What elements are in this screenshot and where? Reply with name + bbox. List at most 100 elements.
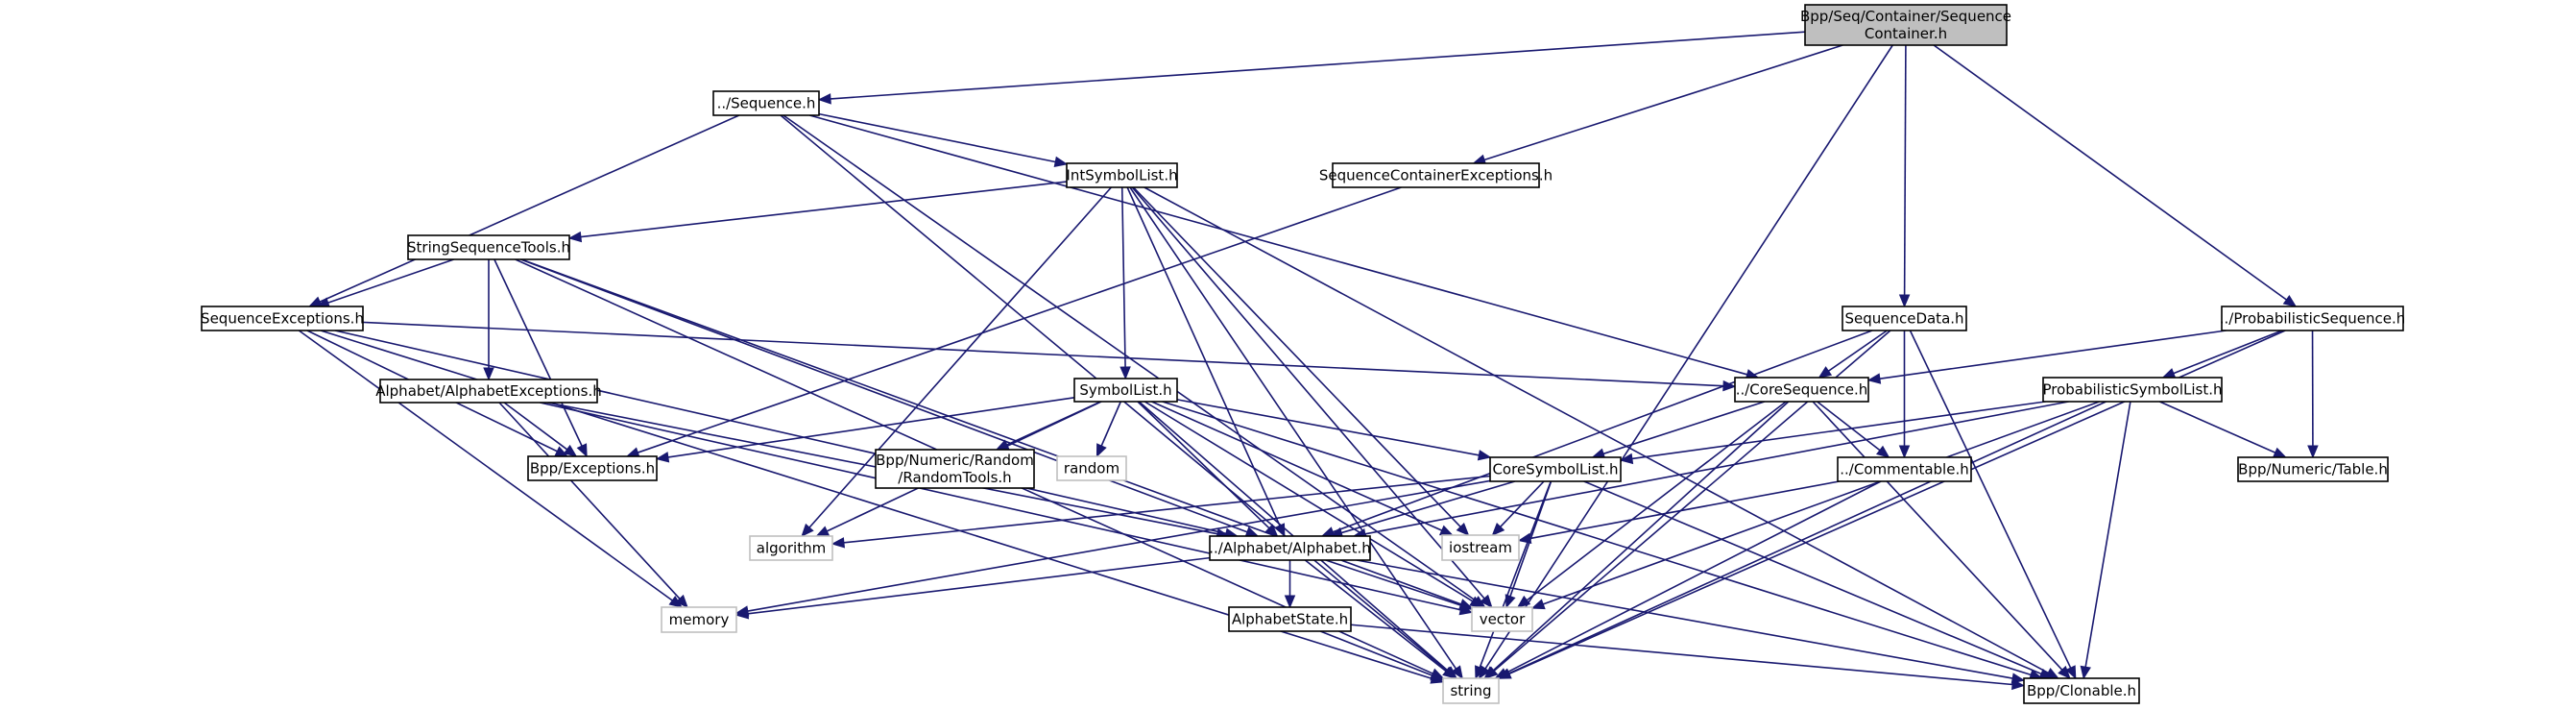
dependency-edge <box>1619 401 2046 465</box>
arrowhead-icon <box>1875 445 1890 458</box>
node-box <box>2023 677 2140 704</box>
node-box <box>1332 162 1540 188</box>
node-intsymbollist[interactable]: IntSymbolList.h <box>1066 162 1178 188</box>
edge-line <box>503 402 568 451</box>
node-label: memory <box>669 611 730 628</box>
edge-line <box>747 556 1211 615</box>
node-coresequence[interactable]: ../CoreSequence.h <box>1734 377 1869 403</box>
edge-line <box>818 112 1056 163</box>
node-box <box>379 379 598 404</box>
node-label: string <box>1450 682 1491 699</box>
node-sequence[interactable]: ../Sequence.h <box>712 90 820 116</box>
node-alphabetexc[interactable]: Alphabet/AlphabetExceptions.h <box>375 379 602 404</box>
edge-line <box>808 186 1112 528</box>
dependency-edge <box>2307 330 2319 459</box>
node-sequencedata[interactable]: SequenceData.h <box>1842 306 1967 331</box>
arrowhead-icon <box>1516 595 1531 608</box>
node-label: ../Alphabet/Alphabet.h <box>1209 540 1370 557</box>
node-commentable[interactable]: ../Commentable.h <box>1837 456 1972 482</box>
node-label: ../Sequence.h <box>717 95 816 112</box>
edge-line <box>1631 401 2046 460</box>
dependency-edge <box>307 114 740 307</box>
node-seqexceptions[interactable]: SequenceExceptions.h <box>201 306 364 331</box>
node-label: Bpp/Seq/Container/Sequence <box>1800 8 2011 25</box>
edge-line <box>1356 559 2013 679</box>
node-box <box>1734 377 1869 403</box>
node-box <box>1228 606 1352 632</box>
arrowhead-icon <box>483 367 494 381</box>
arrowhead-icon <box>567 231 583 243</box>
arrowhead-icon <box>1469 596 1484 608</box>
dependency-edge <box>1095 401 1122 458</box>
dependency-edge <box>1284 560 1296 609</box>
node-vector: vector <box>1471 606 1533 632</box>
node-box <box>749 535 833 561</box>
arrowhead-icon <box>1458 600 1474 611</box>
edge-line <box>1129 186 1457 670</box>
edge-line <box>1162 401 2032 676</box>
node-label: SequenceData.h <box>1844 310 1963 328</box>
edge-line <box>1350 624 2013 686</box>
dependency-edge <box>817 31 1806 105</box>
edge-line <box>1304 559 1447 673</box>
arrowhead-icon <box>1619 453 1634 465</box>
node-probsymbollist[interactable]: ProbabilisticSymbolList.h <box>2042 377 2223 403</box>
arrowhead-icon <box>1530 599 1546 610</box>
node-bppexceptions[interactable]: Bpp/Exceptions.h <box>527 455 658 481</box>
arrowhead-icon <box>1320 526 1336 538</box>
arrowhead-icon <box>1505 594 1516 609</box>
node-clonable[interactable]: Bpp/Clonable.h <box>2023 677 2140 704</box>
edge-line <box>1583 480 2042 675</box>
node-stringseqtools[interactable]: StringSequenceTools.h <box>407 234 570 260</box>
node-box <box>1066 162 1178 188</box>
node-randomtools[interactable]: Bpp/Numeric/Random/RandomTools.h <box>875 449 1035 489</box>
edge-line <box>830 31 1806 100</box>
dependency-edge <box>1475 480 1552 680</box>
node-iostream: iostream <box>1441 534 1520 561</box>
dependency-edge <box>1497 401 2107 679</box>
node-alphabetstate[interactable]: AlphabetState.h <box>1228 606 1352 632</box>
node-label: ../Commentable.h <box>1840 461 1968 478</box>
arrowhead-icon <box>1430 670 1445 681</box>
edges-layer <box>298 31 2319 691</box>
arrowhead-icon <box>2058 665 2071 679</box>
arrowhead-icon <box>2080 665 2091 680</box>
dependency-edge <box>1472 44 1843 165</box>
dependency-edge <box>1319 630 1445 681</box>
edge-line <box>1131 186 1485 600</box>
node-seqcontainerexc[interactable]: SequenceContainerExceptions.h <box>1319 162 1553 188</box>
dependency-edge <box>1350 624 2026 691</box>
dependency-edge <box>1530 401 2100 610</box>
edge-line <box>1529 480 1840 540</box>
arrowhead-icon <box>1517 532 1532 545</box>
edge-line <box>1325 559 1461 606</box>
arrowhead-icon <box>1818 366 1833 379</box>
arrowhead-icon <box>1119 366 1131 380</box>
arrowhead-icon <box>801 523 814 537</box>
node-label: random <box>1064 460 1119 477</box>
node-table[interactable]: Bpp/Numeric/Table.h <box>2237 456 2389 482</box>
arrowhead-icon <box>675 594 688 608</box>
dependency-edge <box>1144 401 1484 608</box>
arrowhead-icon <box>817 93 831 105</box>
node-box <box>1804 4 2008 46</box>
dependency-edge <box>1898 44 1911 308</box>
edge-line <box>1479 480 1552 669</box>
edge-line <box>1319 630 1433 676</box>
node-coresymbollist[interactable]: CoreSymbolList.h <box>1489 456 1622 482</box>
dependency-edge <box>1866 330 2227 384</box>
node-probseq[interactable]: ../ProbabilisticSequence.h <box>2220 306 2406 331</box>
node-symbollist[interactable]: SymbolList.h <box>1073 378 1178 403</box>
dependency-edge <box>1583 480 2054 679</box>
node-box <box>201 306 364 331</box>
node-box <box>661 606 737 633</box>
arrowhead-icon <box>1095 443 1107 458</box>
node-label: iostream <box>1449 539 1512 556</box>
node-label: Bpp/Numeric/Table.h <box>2238 461 2388 478</box>
dependency-edge <box>483 259 494 381</box>
edge-line <box>1602 401 1766 455</box>
node-alphabet[interactable]: ../Alphabet/Alphabet.h <box>1209 535 1371 561</box>
arrowhead-icon <box>1483 666 1498 679</box>
dependency-edge <box>567 181 1068 243</box>
node-memory: memory <box>661 606 737 633</box>
